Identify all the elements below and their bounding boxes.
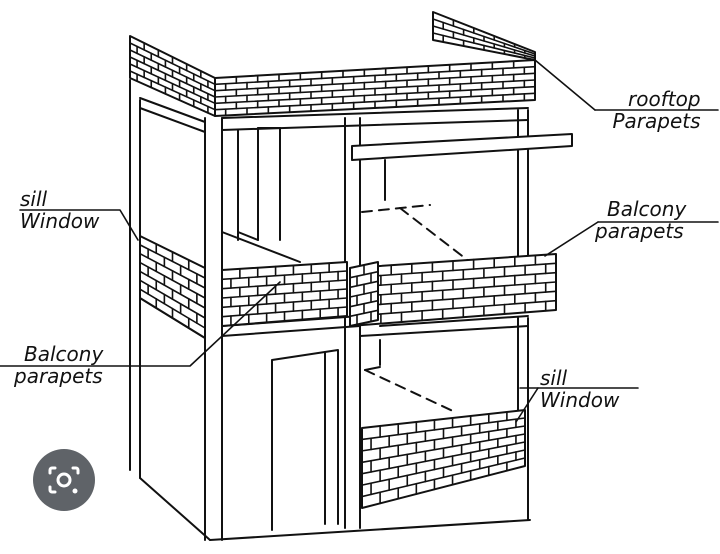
label-sill-window-right: sill Window <box>540 367 619 411</box>
label-line: Balcony <box>607 197 687 221</box>
label-sill-window-left: sill Window <box>20 188 99 232</box>
roof-parapet-left-brick <box>129 35 216 117</box>
label-line: sill <box>540 366 568 390</box>
leader-lines <box>0 59 719 423</box>
balcony-parapet-front-right-brick <box>349 253 557 327</box>
roof-parapet-front-brick <box>214 59 536 117</box>
google-lens-icon <box>48 466 80 494</box>
label-balcony-parapets-left: Balcony parapets <box>14 343 103 387</box>
label-line: Window <box>540 388 620 412</box>
balcony-parapet-front-left-brick <box>221 261 348 327</box>
balcony-parapet-side-brick <box>139 235 206 339</box>
label-line: sill <box>20 187 48 211</box>
label-line: Window <box>20 209 100 233</box>
sill-window-wall-brick <box>361 409 526 509</box>
google-lens-button[interactable] <box>33 449 95 511</box>
label-line: parapets <box>14 364 103 388</box>
label-balcony-parapets-right: Balcony parapets <box>595 198 686 242</box>
label-line: Balcony <box>24 342 104 366</box>
balcony-parapet-return-brick <box>349 261 379 327</box>
label-rooftop-parapets: rooftop Parapets <box>612 87 701 132</box>
label-line: Parapets <box>612 109 701 133</box>
label-line: parapets <box>595 219 684 243</box>
brick-walls <box>129 11 557 509</box>
label-line: rooftop <box>628 87 701 111</box>
roof-parapet-right-brick <box>432 11 536 61</box>
